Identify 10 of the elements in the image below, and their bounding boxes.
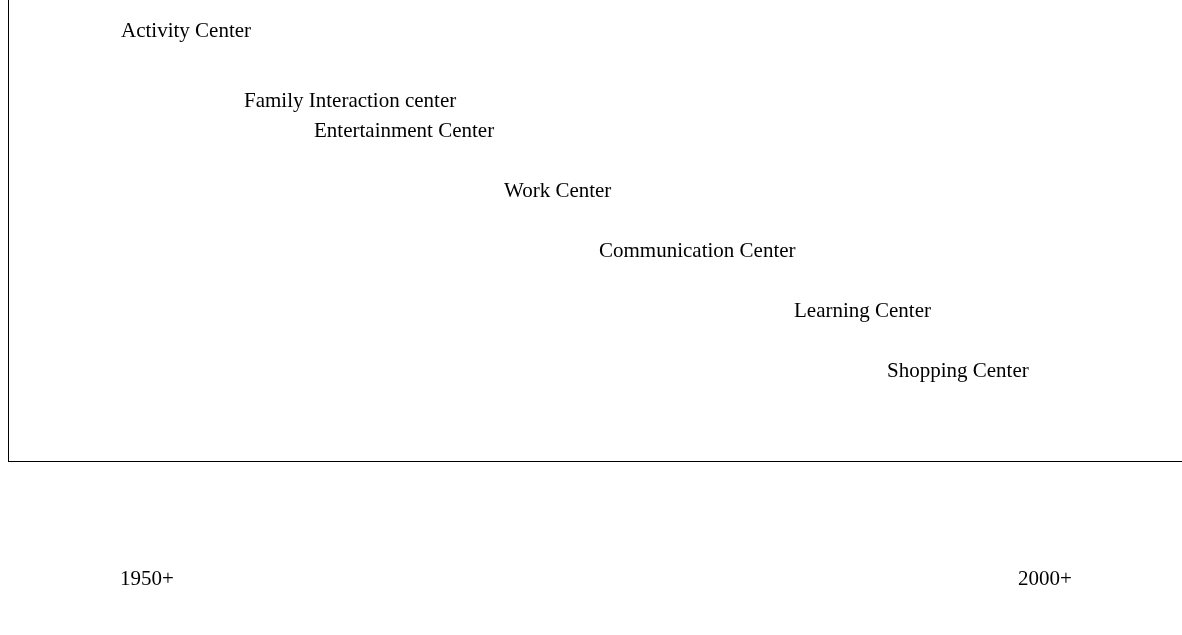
year-label: 1950+ xyxy=(120,566,174,590)
stage-label: Entertainment Center xyxy=(314,118,495,142)
timeline-frame xyxy=(8,0,1182,462)
stage-label: Activity Center xyxy=(121,18,252,42)
stage-label: Communication Center xyxy=(599,238,796,262)
year-label: 2000+ xyxy=(1018,566,1072,590)
stage-label: Learning Center xyxy=(794,298,932,322)
stage-label: Shopping Center xyxy=(887,358,1029,382)
stage-label: Work Center xyxy=(504,178,612,202)
stage-label: Family Interaction center xyxy=(244,88,457,112)
